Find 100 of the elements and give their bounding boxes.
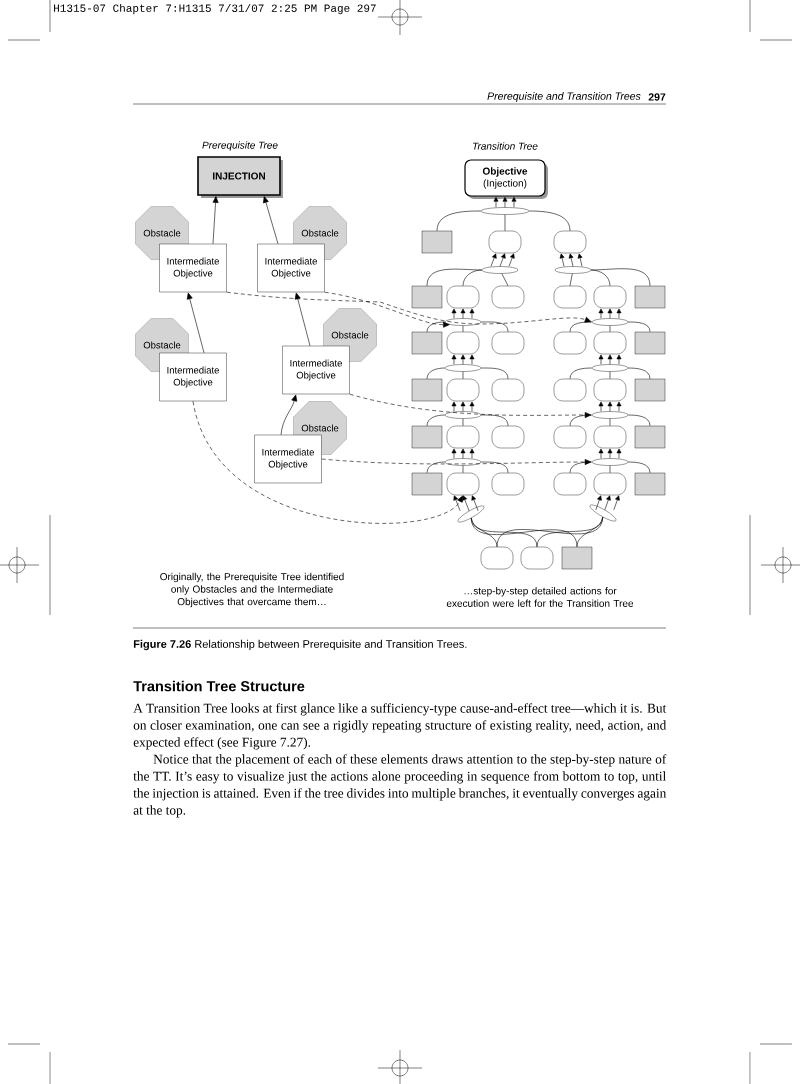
connector-line [609,371,611,380]
dashed-arrow [192,400,463,524]
connector-line [569,414,593,427]
connector-line [576,516,603,548]
rounded-box [553,285,587,309]
filled-box [411,285,443,309]
arrow [451,401,457,412]
tree-title: Transition Tree [473,142,538,150]
arrow [280,394,298,436]
junction-ellipse [444,411,482,419]
filled-box [411,378,443,402]
filled-box [634,378,666,402]
rounded-box [593,472,627,496]
body-paragraph: A Transition Tree looks at first glance like a sufficiency-type cause-and-effect tree—which it is. But on closer examination, one can see a rigidly repeating structure of existing reality, need, action, and expected effect (see Figure 7.27). [133,703,667,750]
junction-ellipse [591,411,629,419]
arrow [453,495,461,512]
arrow [616,448,622,459]
connector-line [480,321,509,333]
rounded-box [553,378,587,402]
objective-box: Intermediate Objective [254,434,322,484]
filled-box [411,425,443,449]
connector-line [462,269,483,287]
rounded-box [491,378,525,402]
connector-line [426,367,446,380]
junction-ellipse [480,207,530,215]
connector-line [462,465,464,474]
arrow [559,253,565,267]
arrow [460,448,466,459]
objective-box: Intermediate Objective [257,243,325,293]
rounded-box [446,285,480,309]
junction-ellipse [591,318,629,326]
connector-line [609,325,611,333]
connector-line [436,210,482,232]
arrow [613,495,620,511]
connector-line [569,273,573,287]
page-number: 297 [648,93,666,101]
rounded-box [446,472,480,496]
arrow [595,495,602,511]
connector-line [501,273,509,287]
junction-ellipse [481,266,519,274]
connector-line [627,414,651,427]
connector-line [426,414,446,427]
objective-box: Objective (Injection) [464,159,548,199]
objective-box: Intermediate Objective [159,243,227,293]
rounded-box [446,378,480,402]
arrow [511,197,517,208]
connector-line [627,461,651,474]
arrow [212,196,219,245]
arrow [607,354,613,365]
rounded-box [593,285,627,309]
filled-box [634,425,666,449]
connector-line [528,210,571,232]
connector-line [426,461,446,474]
connector-line [627,367,651,380]
arrow [294,292,311,347]
arrow [616,401,622,412]
junction-ellipse [444,458,482,466]
section-heading: Transition Tree Structure [133,680,305,692]
arrow [502,197,508,208]
filled-box [411,472,443,496]
body-paragraph: Notice that the placement of each of these elements draws attention to the step-by-step nature of the TT. It’s easy to visualize just the actions alone proceeding in sequence from bottom to top, until the injection is attained. Even if the tree divides into multiple branches, it eventually converges again at the top. [133,754,667,818]
connector-line [480,461,509,474]
connector-line [590,268,651,287]
arrow [469,354,475,365]
filled-box [421,230,453,254]
rounded-box [491,285,525,309]
arrow [598,354,604,365]
connector-line [609,465,611,474]
arrow [616,354,622,365]
arrow [607,401,613,412]
arrow [604,495,611,511]
junction-ellipse [444,364,482,372]
rounded-box [480,546,514,570]
filled-box [634,331,666,355]
arrow [462,495,470,512]
connector-line [480,414,509,427]
junction-ellipse [591,458,629,466]
arrow [616,308,622,319]
connector-line [480,367,509,380]
filled-box [561,546,593,570]
arrow [598,308,604,319]
dashed-arrow [349,393,592,418]
arrow [263,196,279,245]
junction-ellipse [554,266,592,274]
dashed-arrow [321,458,592,465]
connector-line [569,321,593,333]
rounded-box [593,331,627,355]
rounded-box [553,331,587,355]
connector-line [569,461,593,474]
connector-line [470,517,578,548]
junction-ellipse [591,364,629,372]
filled-box [411,331,443,355]
connector-line [569,367,593,380]
rounded-box [553,230,587,254]
arrow [451,354,457,365]
arrow [508,253,515,267]
arrow [577,253,583,267]
connector-line [462,325,464,333]
connector-line [426,321,446,333]
goal-box: INJECTION [197,156,283,198]
